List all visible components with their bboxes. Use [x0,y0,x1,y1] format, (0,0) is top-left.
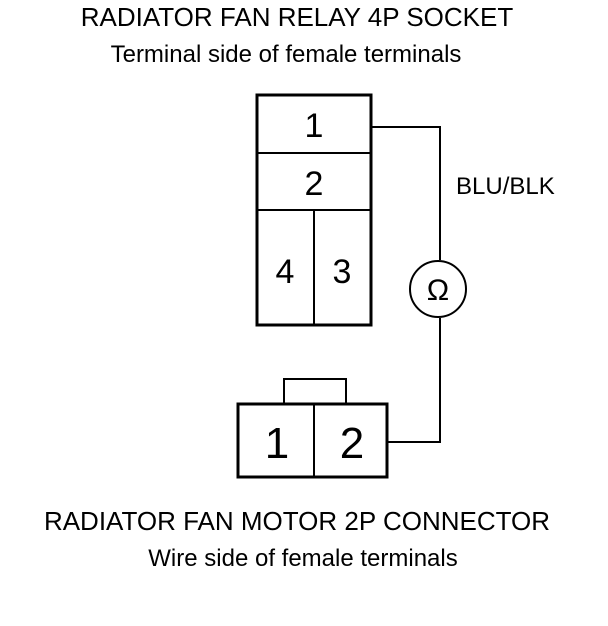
motor-connector-title: RADIATOR FAN MOTOR 2P CONNECTOR [44,506,550,536]
motor-connector-subtitle: Wire side of female terminals [148,545,457,572]
relay-socket: 1 2 4 3 [255,93,373,327]
motor-connector-outline [236,402,389,479]
relay-socket-subtitle: Terminal side of female terminals [111,41,462,68]
relay-terminal-2: 2 [305,165,324,203]
relay-terminal-3: 3 [333,253,352,291]
ohmmeter-circle [409,260,467,318]
relay-socket-title: RADIATOR FAN RELAY 4P SOCKET [81,2,514,32]
motor-terminal-1: 1 [265,419,289,468]
ohmmeter: Ω [409,260,467,318]
wire-lower [387,318,441,443]
motor-terminal-2: 2 [340,419,364,468]
motor-connector-latch [283,378,347,405]
relay-terminal-4: 4 [276,253,295,291]
motor-connector: 1 2 [236,378,389,479]
relay-terminal-1: 1 [305,107,324,145]
wire-color-label: BLU/BLK [456,173,555,200]
ohm-icon: Ω [427,274,449,307]
wire-upper [371,126,441,260]
